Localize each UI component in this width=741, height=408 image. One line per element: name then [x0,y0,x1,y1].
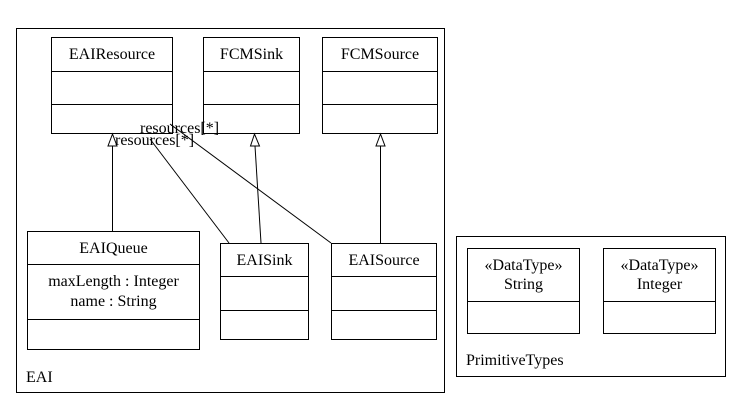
role-label-source-resources: resources[*] [140,120,220,137]
class-name: EAISink [236,251,293,269]
attribute-max-length: maxLength : Integer [48,273,179,290]
class-name-compartment: FCMSink [204,38,299,72]
attribute-name: name : String [70,293,157,310]
class-eai-sink[interactable]: EAISink [220,243,309,340]
class-name-compartment: «DataType» Integer [604,249,715,302]
class-name: EAIQueue [79,239,148,257]
operations-compartment [332,311,436,339]
class-fcm-source[interactable]: FCMSource [322,37,438,134]
class-name-compartment: «DataType» String [468,249,579,302]
class-name-compartment: EAISink [221,244,308,277]
attributes-compartment [604,302,715,333]
class-integer-datatype[interactable]: «DataType» Integer [603,248,716,334]
stereotype-label: «DataType» [620,257,699,274]
class-name: Integer [636,276,683,293]
attributes-compartment [332,277,436,311]
attributes-compartment [221,277,308,311]
operations-compartment [221,311,308,339]
class-name: String [503,276,544,293]
package-primitive-types-label: PrimitiveTypes [466,352,564,369]
attributes-compartment [52,72,172,105]
class-name: FCMSink [219,46,284,63]
class-eai-source[interactable]: EAISource [331,243,437,340]
attributes-compartment [204,72,299,105]
attributes-compartment [468,302,579,333]
class-name-compartment: FCMSource [323,38,437,72]
class-name: FCMSource [340,46,420,63]
operations-compartment [323,105,437,133]
stereotype-label: «DataType» [484,257,563,274]
class-name: EAIResource [68,46,156,63]
class-name-compartment: EAISource [332,244,436,277]
class-eai-queue[interactable]: EAIQueue maxLength : Integer name : Stri… [27,231,200,350]
class-name: EAISource [348,251,420,269]
class-name-compartment: EAIQueue [28,232,199,265]
attributes-compartment: maxLength : Integer name : String [28,265,199,320]
class-fcm-sink[interactable]: FCMSink [203,37,300,134]
class-name-compartment: EAIResource [52,38,172,72]
attributes-compartment [323,72,437,105]
role-label-sink-resources: resources[*] [115,132,195,149]
operations-compartment [28,320,199,349]
package-eai-label: EAI [26,369,53,386]
class-string-datatype[interactable]: «DataType» String [467,248,580,334]
